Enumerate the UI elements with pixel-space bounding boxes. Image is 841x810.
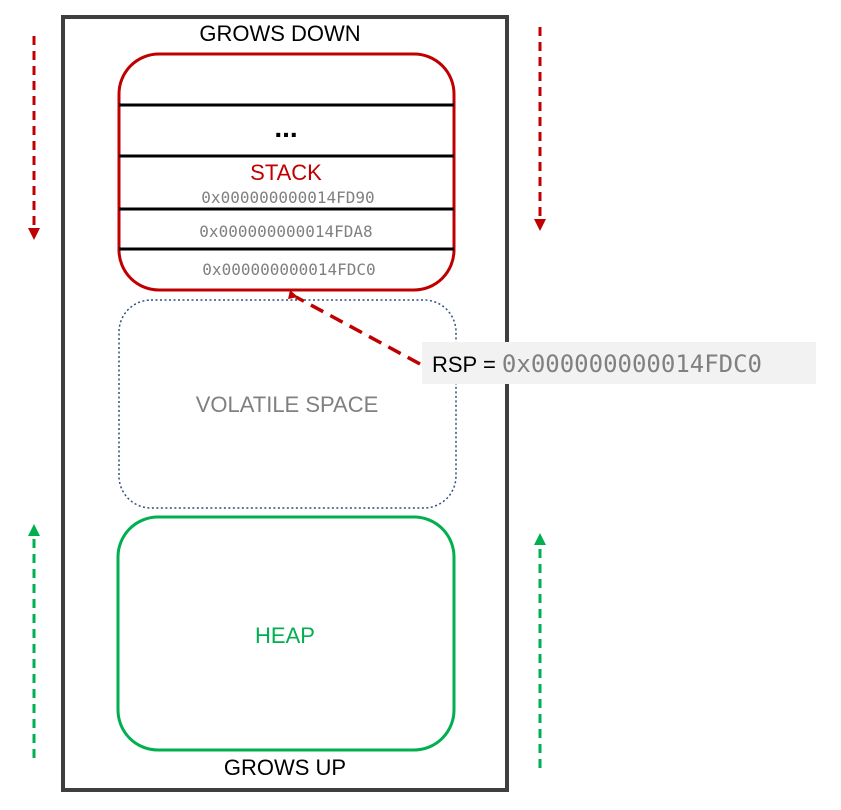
volatile-space-border xyxy=(118,299,457,509)
rsp-label: RSP = xyxy=(432,352,502,377)
stack-border xyxy=(117,52,456,292)
grows-up-arrow-right xyxy=(534,533,546,768)
rsp-value: 0x000000000014FDC0 xyxy=(502,350,762,378)
stack-address: 0x000000000014FD90 xyxy=(201,188,374,207)
stack-block: ... STACK 0x000000000014FD90 0x000000000… xyxy=(117,52,456,292)
rsp-connector-line xyxy=(295,295,421,366)
arrow-up-icon xyxy=(28,524,40,536)
memory-frame xyxy=(61,15,509,792)
rsp-pointer: RSP = 0x000000000014FDC0 xyxy=(288,290,816,384)
grows-down-label: GROWS DOWN xyxy=(199,21,360,46)
stack-address: 0x000000000014FDC0 xyxy=(202,260,375,279)
arrow-down-icon xyxy=(28,228,40,240)
stack-ellipsis: ... xyxy=(274,112,297,143)
grows-up-arrow-left xyxy=(28,524,40,758)
stack-label: STACK xyxy=(250,160,322,185)
arrow-down-icon xyxy=(534,219,546,231)
heap-block: HEAP xyxy=(116,515,456,752)
rsp-text: RSP = 0x000000000014FDC0 xyxy=(432,350,762,378)
grows-up-label: GROWS UP xyxy=(224,755,346,780)
heap-label: HEAP xyxy=(255,623,315,648)
heap-border xyxy=(116,515,456,752)
rsp-arrowhead-icon xyxy=(288,290,298,299)
volatile-space-label: VOLATILE SPACE xyxy=(196,392,379,417)
stack-address: 0x000000000014FDA8 xyxy=(199,222,372,241)
arrow-up-icon xyxy=(534,533,546,545)
grows-down-arrow-right xyxy=(534,27,546,231)
volatile-space-block: VOLATILE SPACE xyxy=(118,299,457,509)
rsp-box xyxy=(422,342,816,384)
grows-down-arrow-left xyxy=(28,36,40,240)
